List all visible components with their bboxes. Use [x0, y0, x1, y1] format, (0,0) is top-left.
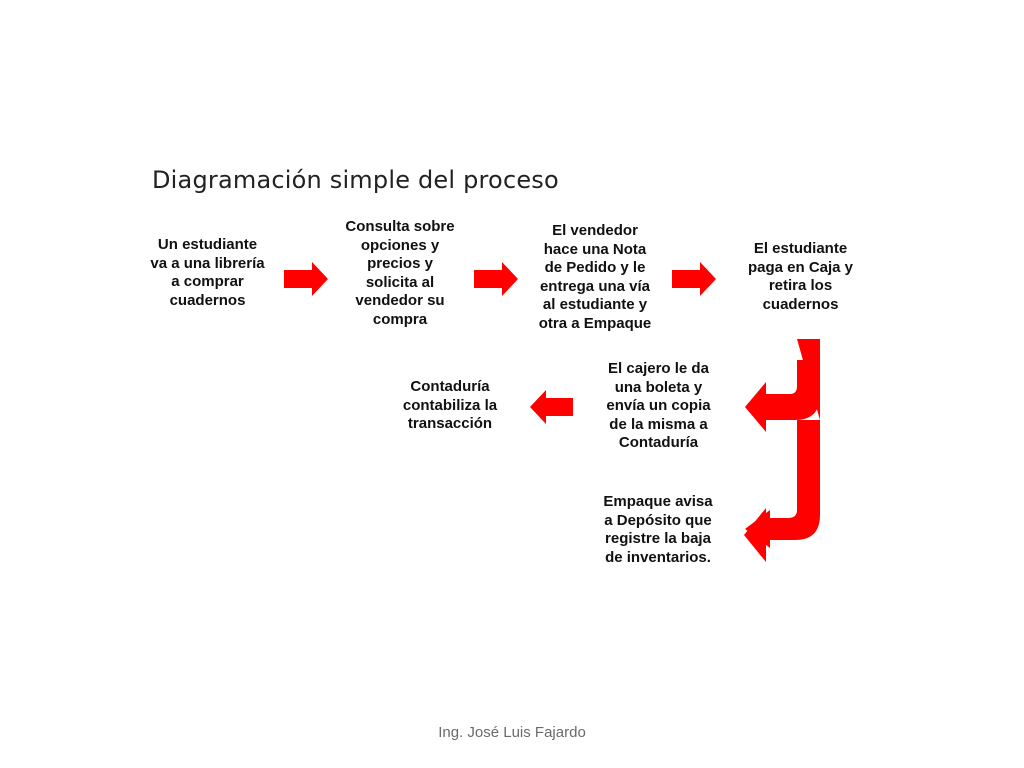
arrow-5-to-6 [530, 390, 573, 424]
branch-trunk [770, 339, 820, 540]
arrow-1-to-2 [284, 262, 328, 296]
diagram-title: Diagramación simple del proceso [152, 166, 559, 194]
arrow-2-to-3 [474, 262, 518, 296]
footer-author: Ing. José Luis Fajardo [438, 724, 586, 741]
branch-to-cashier [745, 360, 820, 432]
arrow-3-to-4 [672, 262, 716, 296]
arrowhead-to-packing-tip [744, 508, 766, 562]
